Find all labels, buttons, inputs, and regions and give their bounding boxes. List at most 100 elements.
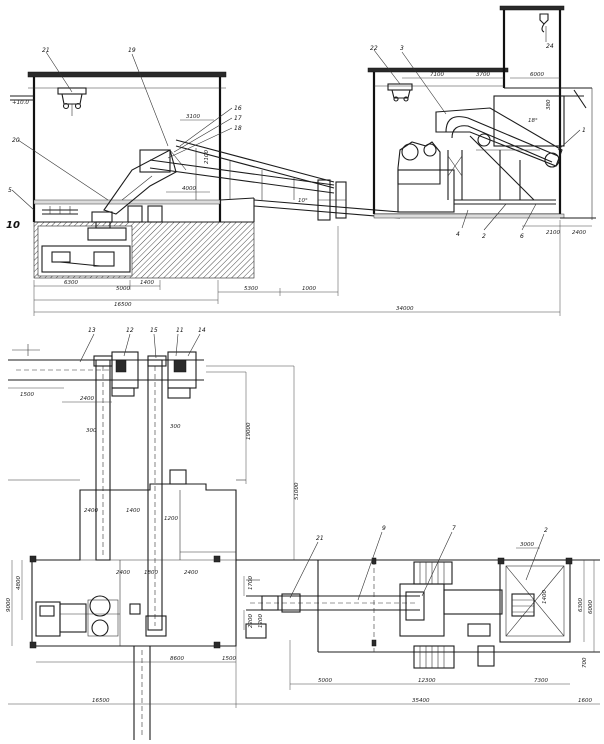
- crusher-plan: [35, 595, 167, 637]
- callout-17: 17: [234, 115, 242, 122]
- angle-10: 10°: [298, 198, 308, 204]
- callout-6: 6: [520, 233, 524, 240]
- left-building-frame: [10, 71, 227, 222]
- dim-2100-a: 2100: [546, 230, 560, 236]
- dim-380: 380: [546, 99, 552, 110]
- dim-5300: 5300: [244, 286, 258, 292]
- plan-callout-14: 14: [198, 327, 206, 334]
- plan-dim-300-b: 300: [170, 424, 181, 430]
- plan-dim-2400-b: 2400: [84, 508, 98, 514]
- angle-18: 18°: [528, 118, 538, 124]
- plan-callout-2: 2: [544, 527, 548, 534]
- plan-callout-13: 13: [88, 327, 96, 334]
- bunker-plan: [497, 557, 573, 643]
- callout-22: 22: [370, 45, 378, 52]
- right-building-frame: [367, 5, 592, 218]
- plan-dim-16500: 16500: [92, 698, 110, 704]
- plan-dim-1200: 1200: [164, 516, 178, 522]
- elevation-dimensions: [33, 77, 592, 316]
- dump-truck: [397, 141, 455, 213]
- receiving-building-plan: [236, 557, 600, 653]
- plan-dim-35400: 35400: [412, 698, 430, 704]
- plan-dim-3000: 3000: [520, 542, 534, 548]
- plan-dim-9000: 9000: [6, 598, 12, 612]
- callout-18: 18: [234, 125, 242, 132]
- plan-leaders: [79, 333, 545, 601]
- plan-dim-1700: 1700: [248, 576, 254, 590]
- plan-dim-1400: 1400: [126, 508, 140, 514]
- dim-1000: 1000: [302, 286, 316, 292]
- callout-1: 1: [582, 127, 586, 134]
- plan-dim-1200-b: 1200: [258, 614, 264, 628]
- plan-callout-9: 9: [382, 525, 386, 532]
- plan-dim-7300: 7300: [534, 678, 548, 684]
- plan-callout-11: 11: [176, 327, 184, 334]
- stairs-bottom: [413, 645, 455, 669]
- plan-dim-4800: 4800: [16, 576, 22, 590]
- plan-dim-2200: 2200: [248, 614, 254, 628]
- overhead-crane-left: [57, 87, 87, 116]
- elevation-leaders: [11, 26, 581, 231]
- dim-4000: 4000: [182, 186, 196, 192]
- dim-2400: 2400: [572, 230, 586, 236]
- plan-dim-1600: 1600: [578, 698, 592, 704]
- callout-3: 3: [400, 45, 404, 52]
- plan-dim-1500: 1500: [20, 392, 34, 398]
- ground-left: [33, 197, 255, 279]
- plan-dim-2400-d: 2400: [184, 570, 198, 576]
- transfer-station-12: [111, 351, 139, 397]
- elevation-view: 21 19 22 3 24 20 5 10 16 17 18 1 4 2 6 6…: [6, 5, 596, 316]
- dim-3700: 3700: [476, 72, 490, 78]
- feeder-support-truss: [447, 135, 556, 205]
- dim-6300: 6300: [64, 280, 78, 286]
- feeder-plan: [399, 561, 503, 669]
- plan-dim-19000: 19000: [246, 422, 252, 440]
- callout-4: 4: [456, 231, 460, 238]
- apron-feeder: [435, 89, 587, 168]
- plan-dim-300-a: 300: [86, 428, 97, 434]
- plan-callout-7: 7: [452, 525, 456, 532]
- discharge-conveyor: [133, 646, 151, 740]
- plan-dim-1400-b: 1400: [542, 590, 548, 604]
- dim-16500: 16500: [114, 302, 132, 308]
- plan-dim-6300: 6300: [578, 598, 584, 612]
- plan-dim-1800: 1800: [144, 570, 158, 576]
- plan-view: 13 12 15 11 14 21 9 7 2 1500 2400 300 30…: [6, 327, 600, 740]
- plan-callout-12: 12: [126, 327, 134, 334]
- callout-20: 20: [12, 137, 20, 144]
- callout-21: 21: [42, 47, 50, 54]
- dim-1400: 1400: [140, 280, 154, 286]
- callout-24: 24: [546, 43, 554, 50]
- plan-dim-2400: 2400: [80, 396, 94, 402]
- plan-dim-12300: 12300: [418, 678, 436, 684]
- connecting-conveyor: [245, 579, 420, 639]
- plan-dimensions: [8, 365, 600, 708]
- plan-dim-2400-c: 2400: [116, 570, 130, 576]
- dim-6000: 6000: [530, 72, 544, 78]
- plan-dim-6000: 6000: [588, 600, 594, 614]
- dim-7100: 7100: [430, 72, 444, 78]
- stairs-top: [413, 561, 453, 585]
- plan-callout-15: 15: [150, 327, 158, 334]
- plan-dim-8600: 8600: [170, 656, 184, 662]
- callout-10: 10: [6, 220, 20, 231]
- plan-callout-21: 21: [316, 535, 324, 542]
- transfer-station-14: [167, 351, 197, 399]
- callout-2: 2: [482, 233, 486, 240]
- dim-34000: 34000: [396, 306, 414, 312]
- inclined-conveyor: [139, 139, 335, 200]
- plan-dim-700: 700: [582, 657, 588, 668]
- ground-right: [373, 88, 596, 220]
- main-building-plan: [29, 469, 237, 649]
- plan-dim-5000: 5000: [318, 678, 332, 684]
- crusher-left: [41, 205, 163, 273]
- dim-5000: 5000: [116, 286, 130, 292]
- dim-2100-b: 2100: [204, 150, 210, 164]
- plan-dim-51000: 51000: [294, 482, 300, 500]
- dim-3100: 3100: [186, 114, 200, 120]
- vertical-conveyors: [93, 355, 167, 631]
- level-mark: +10.0: [12, 100, 29, 106]
- callout-16: 16: [234, 105, 242, 112]
